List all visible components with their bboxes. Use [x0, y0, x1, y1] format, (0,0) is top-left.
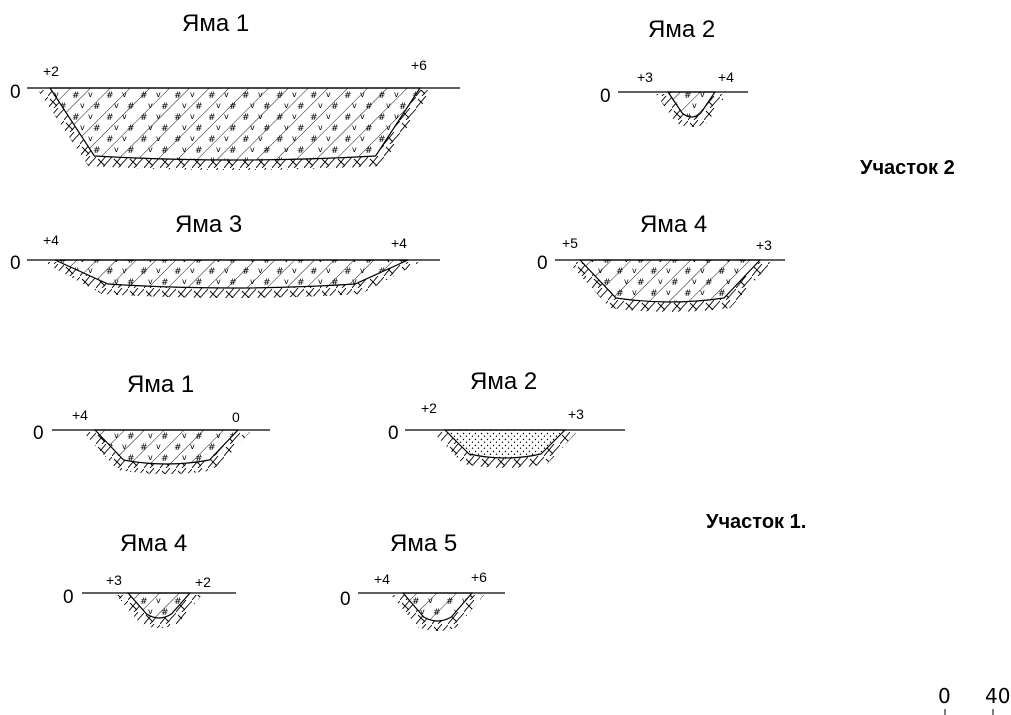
pit-title: Яма 2: [470, 368, 538, 395]
zero-level-label: 0: [388, 423, 399, 444]
left-elevation-mark: +2: [43, 63, 59, 79]
zero-level-label: 0: [33, 423, 44, 444]
left-elevation-mark: +3: [106, 572, 122, 588]
pit-fill-symbols: [128, 593, 190, 618]
pit-section: [405, 429, 625, 468]
left-elevation-mark: +2: [421, 400, 437, 416]
zero-level-label: 0: [600, 86, 611, 107]
left-elevation-mark: +3: [637, 69, 653, 85]
pit-title: Яма 1: [127, 371, 195, 398]
section-label-1: Участок 1.: [706, 511, 807, 533]
pit-section: [52, 429, 270, 474]
pit-outline: [666, 91, 717, 118]
pit-fill-symbols: [403, 593, 472, 621]
pit-outline: [48, 87, 422, 161]
pit-section: [555, 259, 785, 312]
pit-fill-symbols: [95, 430, 238, 464]
pit-section: [618, 91, 748, 127]
section-label-2: Участок 2: [860, 157, 955, 179]
pit-title: Яма 4: [640, 211, 708, 238]
pit-outline: [93, 429, 240, 465]
pit-section: [82, 592, 236, 628]
scale-start-label: 0: [938, 684, 951, 708]
pit-title: Яма 1: [182, 10, 250, 37]
right-elevation-mark: +2: [195, 574, 211, 590]
pit-outline: [54, 259, 409, 289]
pit-outline: [126, 592, 192, 619]
scale-bar: [944, 709, 994, 715]
zero-level-label: 0: [63, 587, 74, 608]
left-elevation-mark: +4: [72, 407, 88, 423]
left-elevation-mark: +4: [374, 571, 390, 587]
zero-level-label: 0: [10, 82, 21, 103]
pit-title: Яма 5: [390, 530, 458, 557]
right-elevation-mark: +4: [391, 235, 407, 251]
right-elevation-mark: +6: [411, 57, 427, 73]
right-elevation-mark: 0: [232, 409, 240, 425]
pit-section: [358, 592, 505, 631]
pit-title: Яма 2: [648, 16, 716, 43]
scale-end-label: 40: [985, 684, 1011, 708]
pit-title: Яма 3: [175, 211, 243, 238]
pit-title: Яма 4: [120, 530, 188, 557]
zero-level-label: 0: [10, 253, 21, 274]
right-elevation-mark: +4: [718, 69, 734, 85]
pit-outline: [578, 259, 762, 303]
pit-fill-symbols: [50, 88, 420, 160]
pit-fill-symbols: [668, 92, 715, 117]
right-elevation-mark: +3: [568, 406, 584, 422]
pit-outline: [443, 429, 567, 459]
right-elevation-mark: +3: [756, 237, 772, 253]
right-elevation-mark: +6: [471, 569, 487, 585]
zero-level-label: 0: [340, 589, 351, 610]
left-elevation-mark: +5: [562, 235, 578, 251]
pit-outline: [401, 592, 474, 622]
pit-section: [27, 87, 460, 170]
pit-fill-dots: [445, 430, 565, 458]
pit-fill-symbols: [580, 260, 760, 302]
left-elevation-mark: +4: [43, 232, 59, 248]
pit-section: [27, 259, 440, 298]
pit-fill-symbols: [55, 260, 408, 288]
zero-level-label: 0: [537, 253, 548, 274]
